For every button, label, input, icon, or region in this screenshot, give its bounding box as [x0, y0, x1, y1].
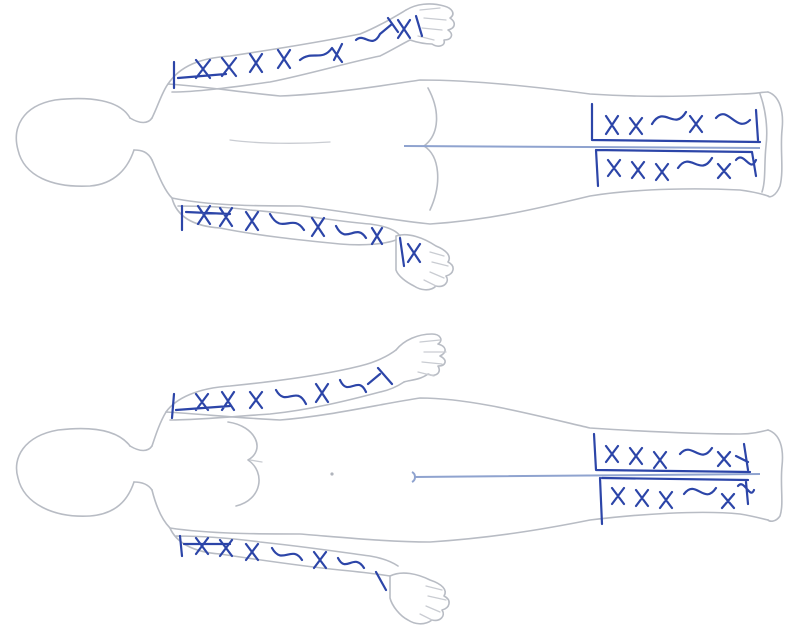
chest-crease-front [250, 460, 262, 462]
body-view-front [17, 334, 783, 624]
body-view-back [16, 4, 782, 290]
torso-outline-lower-back [152, 160, 768, 224]
fingers-lower-back [424, 252, 448, 286]
head-outline-back [16, 99, 134, 187]
wrap-marking-leg-upper-back [592, 104, 760, 142]
wrap-marking-lower-hand-back [400, 238, 420, 266]
fingers-lower-front [420, 586, 446, 620]
wrap-marking-upper-arm-back [174, 18, 398, 88]
hand-upper-outline-front [396, 334, 445, 382]
back-crease [230, 140, 330, 143]
feet-outline-front [768, 430, 782, 521]
torso-outline-upper-front [152, 398, 768, 446]
torso-outline-lower-front [152, 490, 768, 542]
feet-outline-back [760, 92, 782, 197]
leg-midline-back [404, 146, 760, 148]
wrap-marking-leg-upper-front [594, 434, 750, 472]
buttocks-outline-back [424, 88, 438, 210]
wrap-marking-upper-hand-back [398, 16, 422, 38]
chest-outline-front [228, 422, 259, 506]
head-outline-front [17, 429, 134, 517]
wrap-marking-upper-arm-front [172, 368, 392, 418]
navel-mark [330, 472, 333, 475]
hand-upper-outline-back [406, 4, 454, 46]
wrap-marking-leg-lower-back [596, 150, 756, 186]
